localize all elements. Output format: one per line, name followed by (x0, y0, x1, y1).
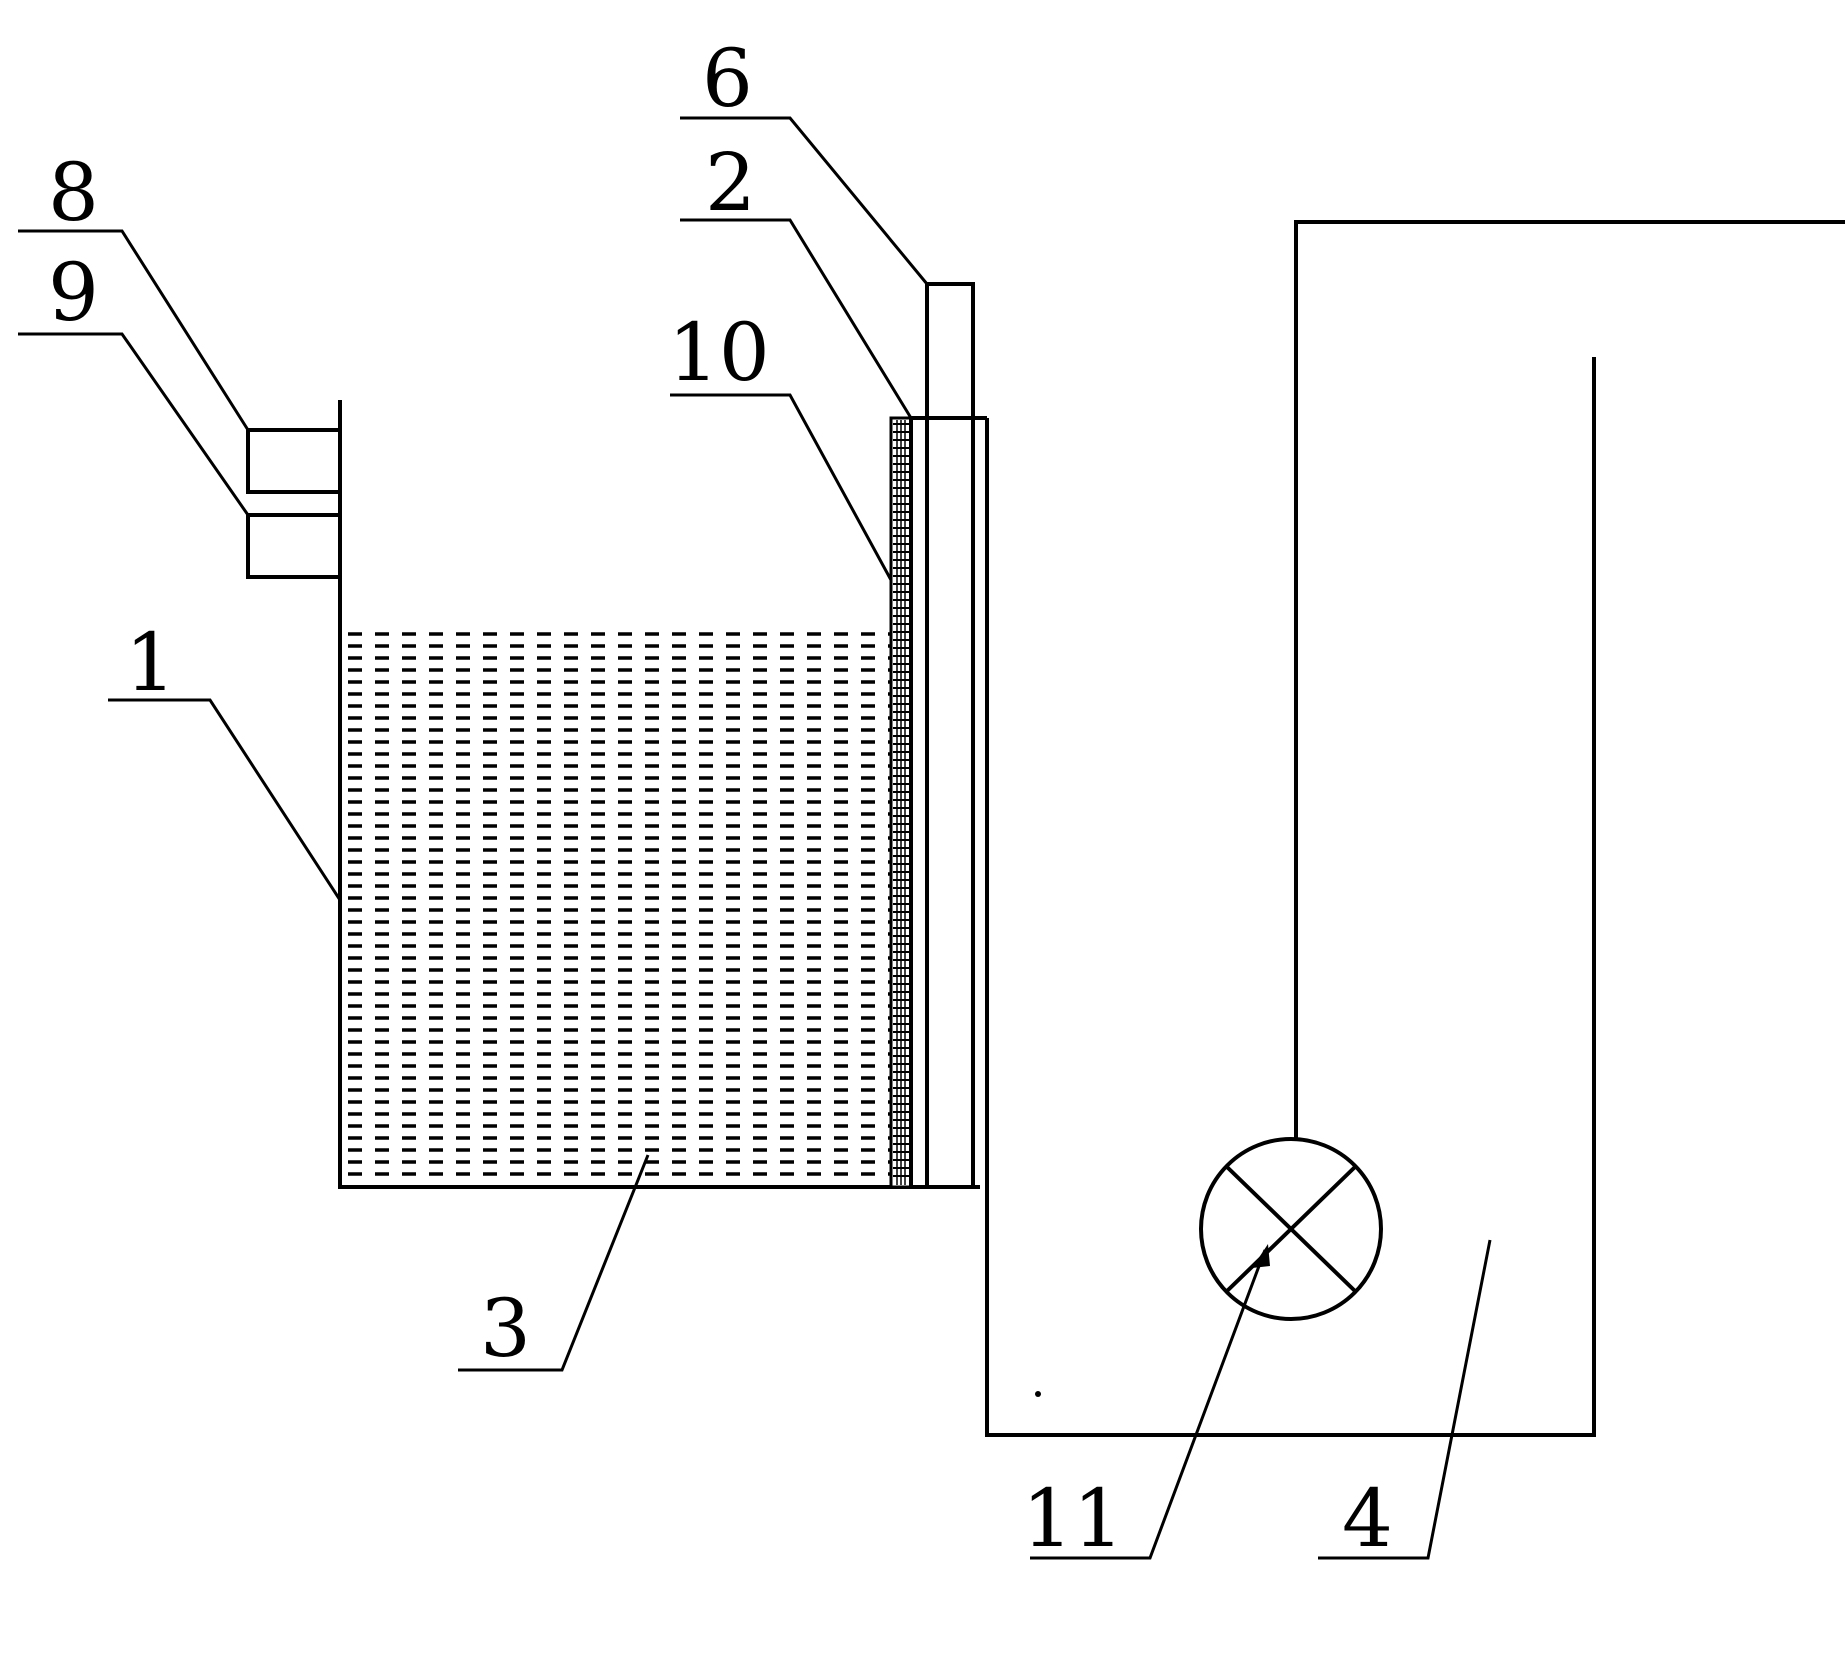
box-9 (246, 513, 342, 579)
pipe (1294, 220, 1845, 1140)
liquid-3 (348, 632, 890, 1176)
label-2: 2 (705, 136, 756, 229)
mesh-10 (889, 416, 913, 1189)
leader-1 (108, 698, 342, 901)
valve-11 (1199, 1137, 1383, 1321)
tank-4 (985, 357, 1596, 1437)
leader-8 (18, 229, 250, 431)
tank-1-wall (338, 400, 980, 1189)
label-11: 11 (1022, 1472, 1124, 1565)
leader-6 (680, 116, 929, 285)
tank-4-wall (985, 357, 1596, 1437)
label-1: 1 (125, 616, 176, 709)
plate-2 (909, 416, 989, 1187)
tank-1 (338, 400, 980, 1189)
arrow-11 (1252, 1244, 1270, 1268)
labels: 8 9 1 6 2 10 3 11 4 (48, 32, 1393, 1565)
label-8: 8 (48, 146, 99, 239)
label-4: 4 (1342, 1472, 1393, 1565)
leader-2 (680, 218, 913, 419)
label-3: 3 (480, 1282, 531, 1375)
label-10: 10 (668, 306, 770, 399)
leader-11 (1030, 1249, 1267, 1560)
leader-10 (670, 393, 893, 581)
leader-lines (18, 116, 1492, 1560)
leader-9 (18, 332, 250, 516)
dot-mark (1035, 1391, 1041, 1397)
label-6: 6 (702, 32, 753, 125)
leader-4 (1318, 1239, 1492, 1560)
leader-3 (458, 1154, 650, 1372)
box-8 (246, 428, 342, 494)
label-9: 9 (48, 246, 99, 339)
rod-6 (925, 282, 975, 420)
